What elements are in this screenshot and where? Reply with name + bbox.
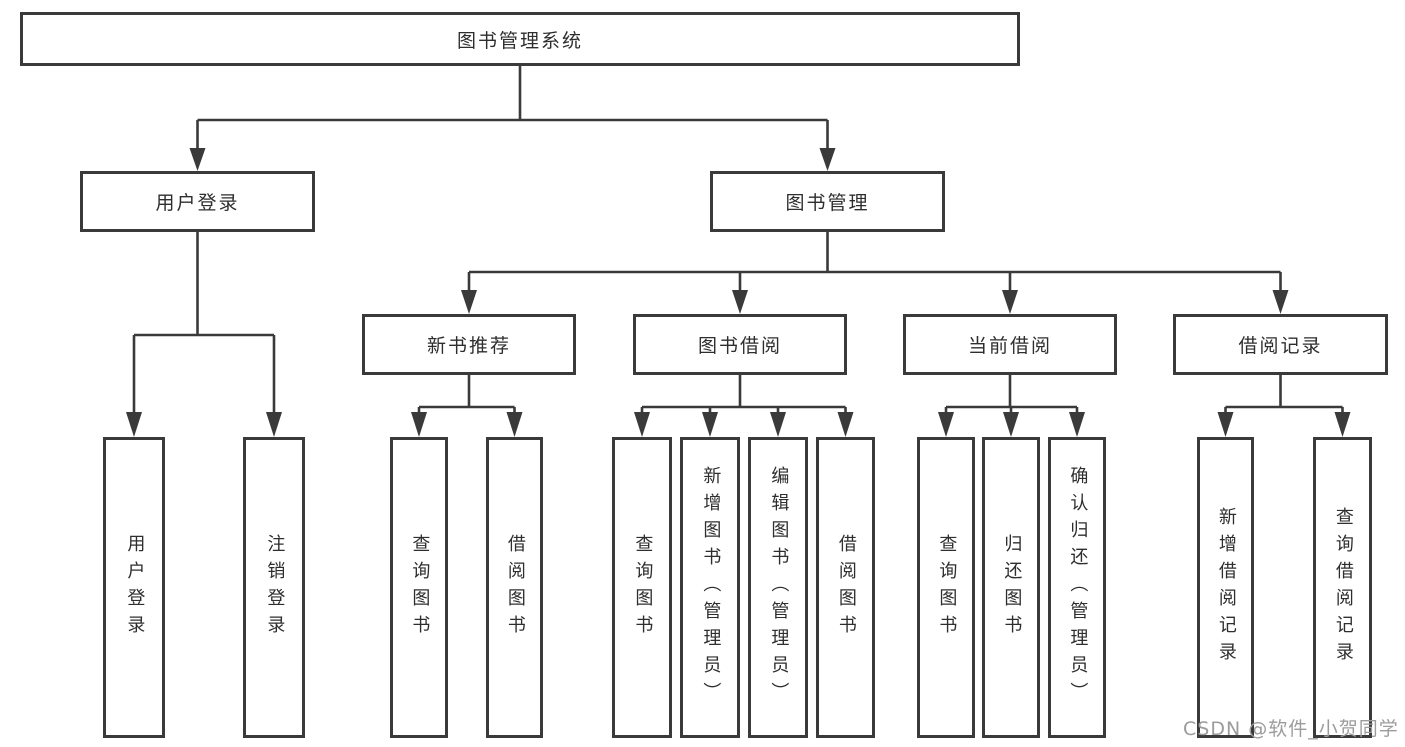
node-user-login: 用户登录 — [80, 171, 315, 232]
node-new-book-recommend: 新书推荐 — [362, 314, 576, 375]
node-root: 图书管理系统 — [20, 12, 1020, 66]
leaf-borrow-books-recommend: 借阅图书 — [486, 437, 543, 738]
leaf-label: 归还图书 — [1001, 533, 1023, 642]
leaf-query-books-recommend: 查询图书 — [390, 437, 448, 738]
leaf-label: 编辑图书（管理员） — [768, 466, 790, 709]
csdn-watermark: CSDN @软件_小贺同学 — [1183, 718, 1399, 740]
leaf-query-books-current: 查询图书 — [917, 437, 975, 738]
leaf-label: 借阅图书 — [835, 533, 857, 642]
leaf-query-borrow-record: 查询借阅记录 — [1313, 437, 1372, 738]
leaf-add-borrow-record: 新增借阅记录 — [1197, 437, 1254, 738]
leaf-label: 查询图书 — [409, 533, 431, 642]
leaf-label: 查询图书 — [936, 533, 958, 642]
node-book-borrow: 图书借阅 — [633, 314, 847, 375]
leaf-label: 查询借阅记录 — [1332, 506, 1354, 669]
leaf-label: 注销登录 — [264, 533, 286, 642]
leaf-label: 确认归还（管理员） — [1067, 466, 1089, 709]
leaf-edit-books-admin: 编辑图书（管理员） — [748, 437, 808, 738]
leaf-logout: 注销登录 — [243, 437, 305, 738]
leaf-borrow-books: 借阅图书 — [816, 437, 875, 738]
leaf-label: 新增借阅记录 — [1215, 506, 1237, 669]
leaf-label: 借阅图书 — [504, 533, 526, 642]
leaf-query-books-borrow: 查询图书 — [612, 437, 672, 738]
leaf-user-login: 用户登录 — [103, 437, 165, 738]
leaf-label: 查询图书 — [632, 533, 654, 642]
leaf-add-books-admin: 新增图书（管理员） — [680, 437, 740, 738]
leaf-return-books: 归还图书 — [982, 437, 1040, 738]
leaf-label: 用户登录 — [124, 533, 146, 642]
leaf-confirm-return-admin: 确认归还（管理员） — [1048, 437, 1106, 738]
node-current-borrow: 当前借阅 — [903, 314, 1117, 375]
node-borrow-records: 借阅记录 — [1173, 314, 1388, 375]
node-book-management: 图书管理 — [710, 171, 945, 232]
leaf-label: 新增图书（管理员） — [700, 466, 722, 709]
